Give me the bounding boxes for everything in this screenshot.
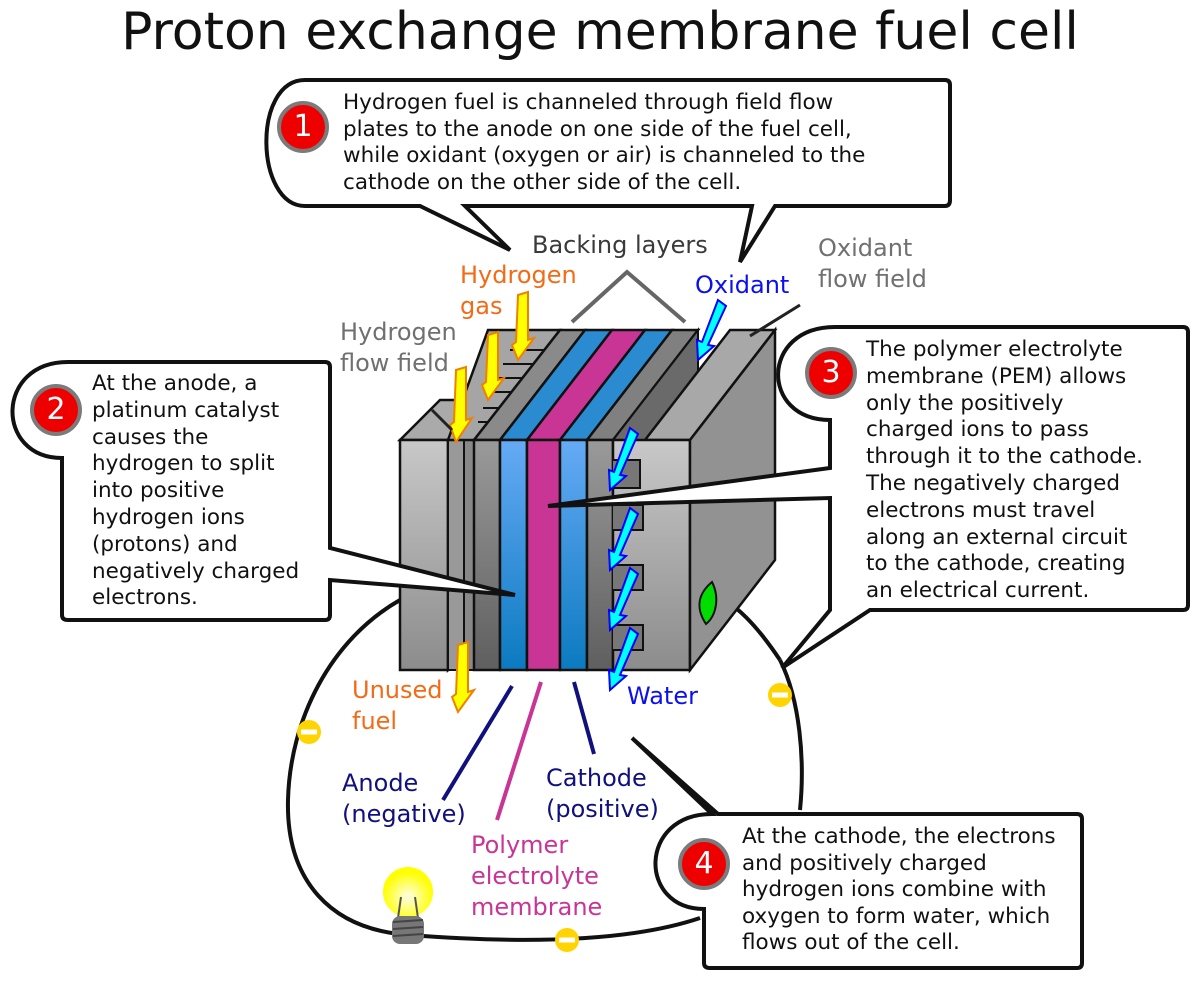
callout-4-text: At the cathode, the electrons and positi… xyxy=(742,824,1056,955)
callout-4-bubble xyxy=(630,736,1084,970)
hydrogen-arrows xyxy=(448,290,537,715)
membrane-label: Polymer electrolyte membrane xyxy=(471,831,603,921)
callout-1-bubble xyxy=(264,78,952,264)
electron-badge xyxy=(297,720,321,744)
hydrogen-flow-field-label: Hydrogen flow field xyxy=(340,318,457,377)
oxidant-arrows xyxy=(607,298,728,693)
callout-1-number: 1 xyxy=(277,101,329,153)
cathode-terminal xyxy=(698,580,718,626)
callout-1-text: Hydrogen fuel is channeled through field… xyxy=(343,90,866,195)
backing-layers-label: Backing layers xyxy=(532,231,708,259)
oxidant-channels xyxy=(613,459,644,651)
anode-label: Anode (negative) xyxy=(342,769,466,828)
fuel-cell-stack xyxy=(396,326,778,674)
callout-2-number: 2 xyxy=(30,384,82,436)
page-title: Proton exchange membrane fuel cell xyxy=(121,2,1079,62)
callout-4-number: 4 xyxy=(678,838,730,890)
oxidant-flow-field-label: Oxidant flow field xyxy=(818,234,927,293)
leader-lines xyxy=(430,269,801,821)
cathode-label: Cathode (positive) xyxy=(546,764,659,823)
electron-badges xyxy=(297,683,792,952)
callout-2-bubble xyxy=(10,360,516,622)
water-label: Water xyxy=(627,682,698,710)
light-bulb-icon xyxy=(383,867,433,944)
callout-3-text: The polymer electrolyte membrane (PEM) a… xyxy=(866,337,1144,604)
callout-3-number: 3 xyxy=(805,347,857,399)
unused-fuel-label: Unused fuel xyxy=(352,676,443,735)
electron-badge xyxy=(555,928,579,952)
electron-badge xyxy=(768,683,792,707)
callout-2-text: At the anode, a platinum catalyst causes… xyxy=(92,371,300,611)
callout-3-bubble xyxy=(547,325,1190,670)
hydrogen-gas-label: Hydrogen gas xyxy=(460,261,577,320)
oxidant-label: Oxidant xyxy=(695,271,790,299)
